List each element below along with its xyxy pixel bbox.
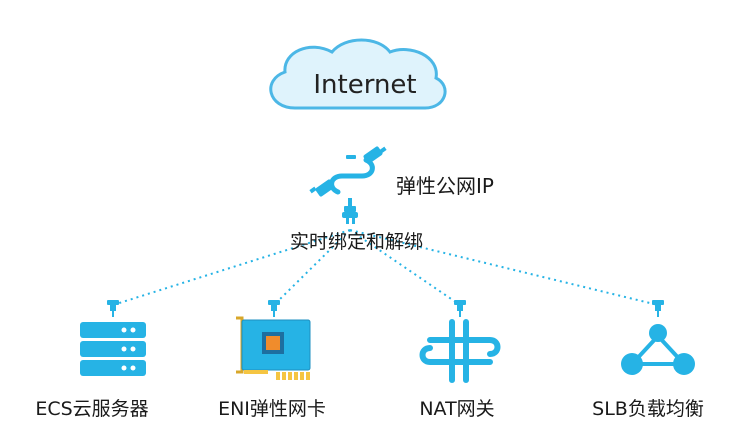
internet-cloud: [269, 38, 447, 110]
connector-slb: [652, 300, 664, 317]
hub-connector: [342, 198, 358, 224]
node-label-eni: ENI弹性网卡: [218, 398, 326, 420]
node-label-slb: SLB负载均衡: [592, 398, 704, 420]
link-nat: [349, 229, 461, 306]
link-slb: [349, 229, 659, 306]
cable-connector-icon: [309, 146, 387, 197]
connector-eni: [268, 300, 280, 317]
connector-nat: [454, 300, 466, 317]
nat-gateway-icon: [419, 319, 501, 383]
node-label-nat: NAT网关: [419, 398, 495, 420]
connector-ecs: [107, 300, 119, 317]
node-connectors: [107, 300, 664, 317]
network-card-icon: [236, 316, 311, 380]
load-balancer-icon: [621, 324, 695, 375]
binding-label: 实时绑定和解绑: [290, 231, 424, 253]
internet-label: Internet: [313, 70, 417, 100]
connection-lines: [112, 229, 659, 306]
server-stack-icon: [80, 322, 146, 376]
node-label-ecs: ECS云服务器: [35, 398, 149, 420]
eip-label: 弹性公网IP: [396, 174, 494, 198]
